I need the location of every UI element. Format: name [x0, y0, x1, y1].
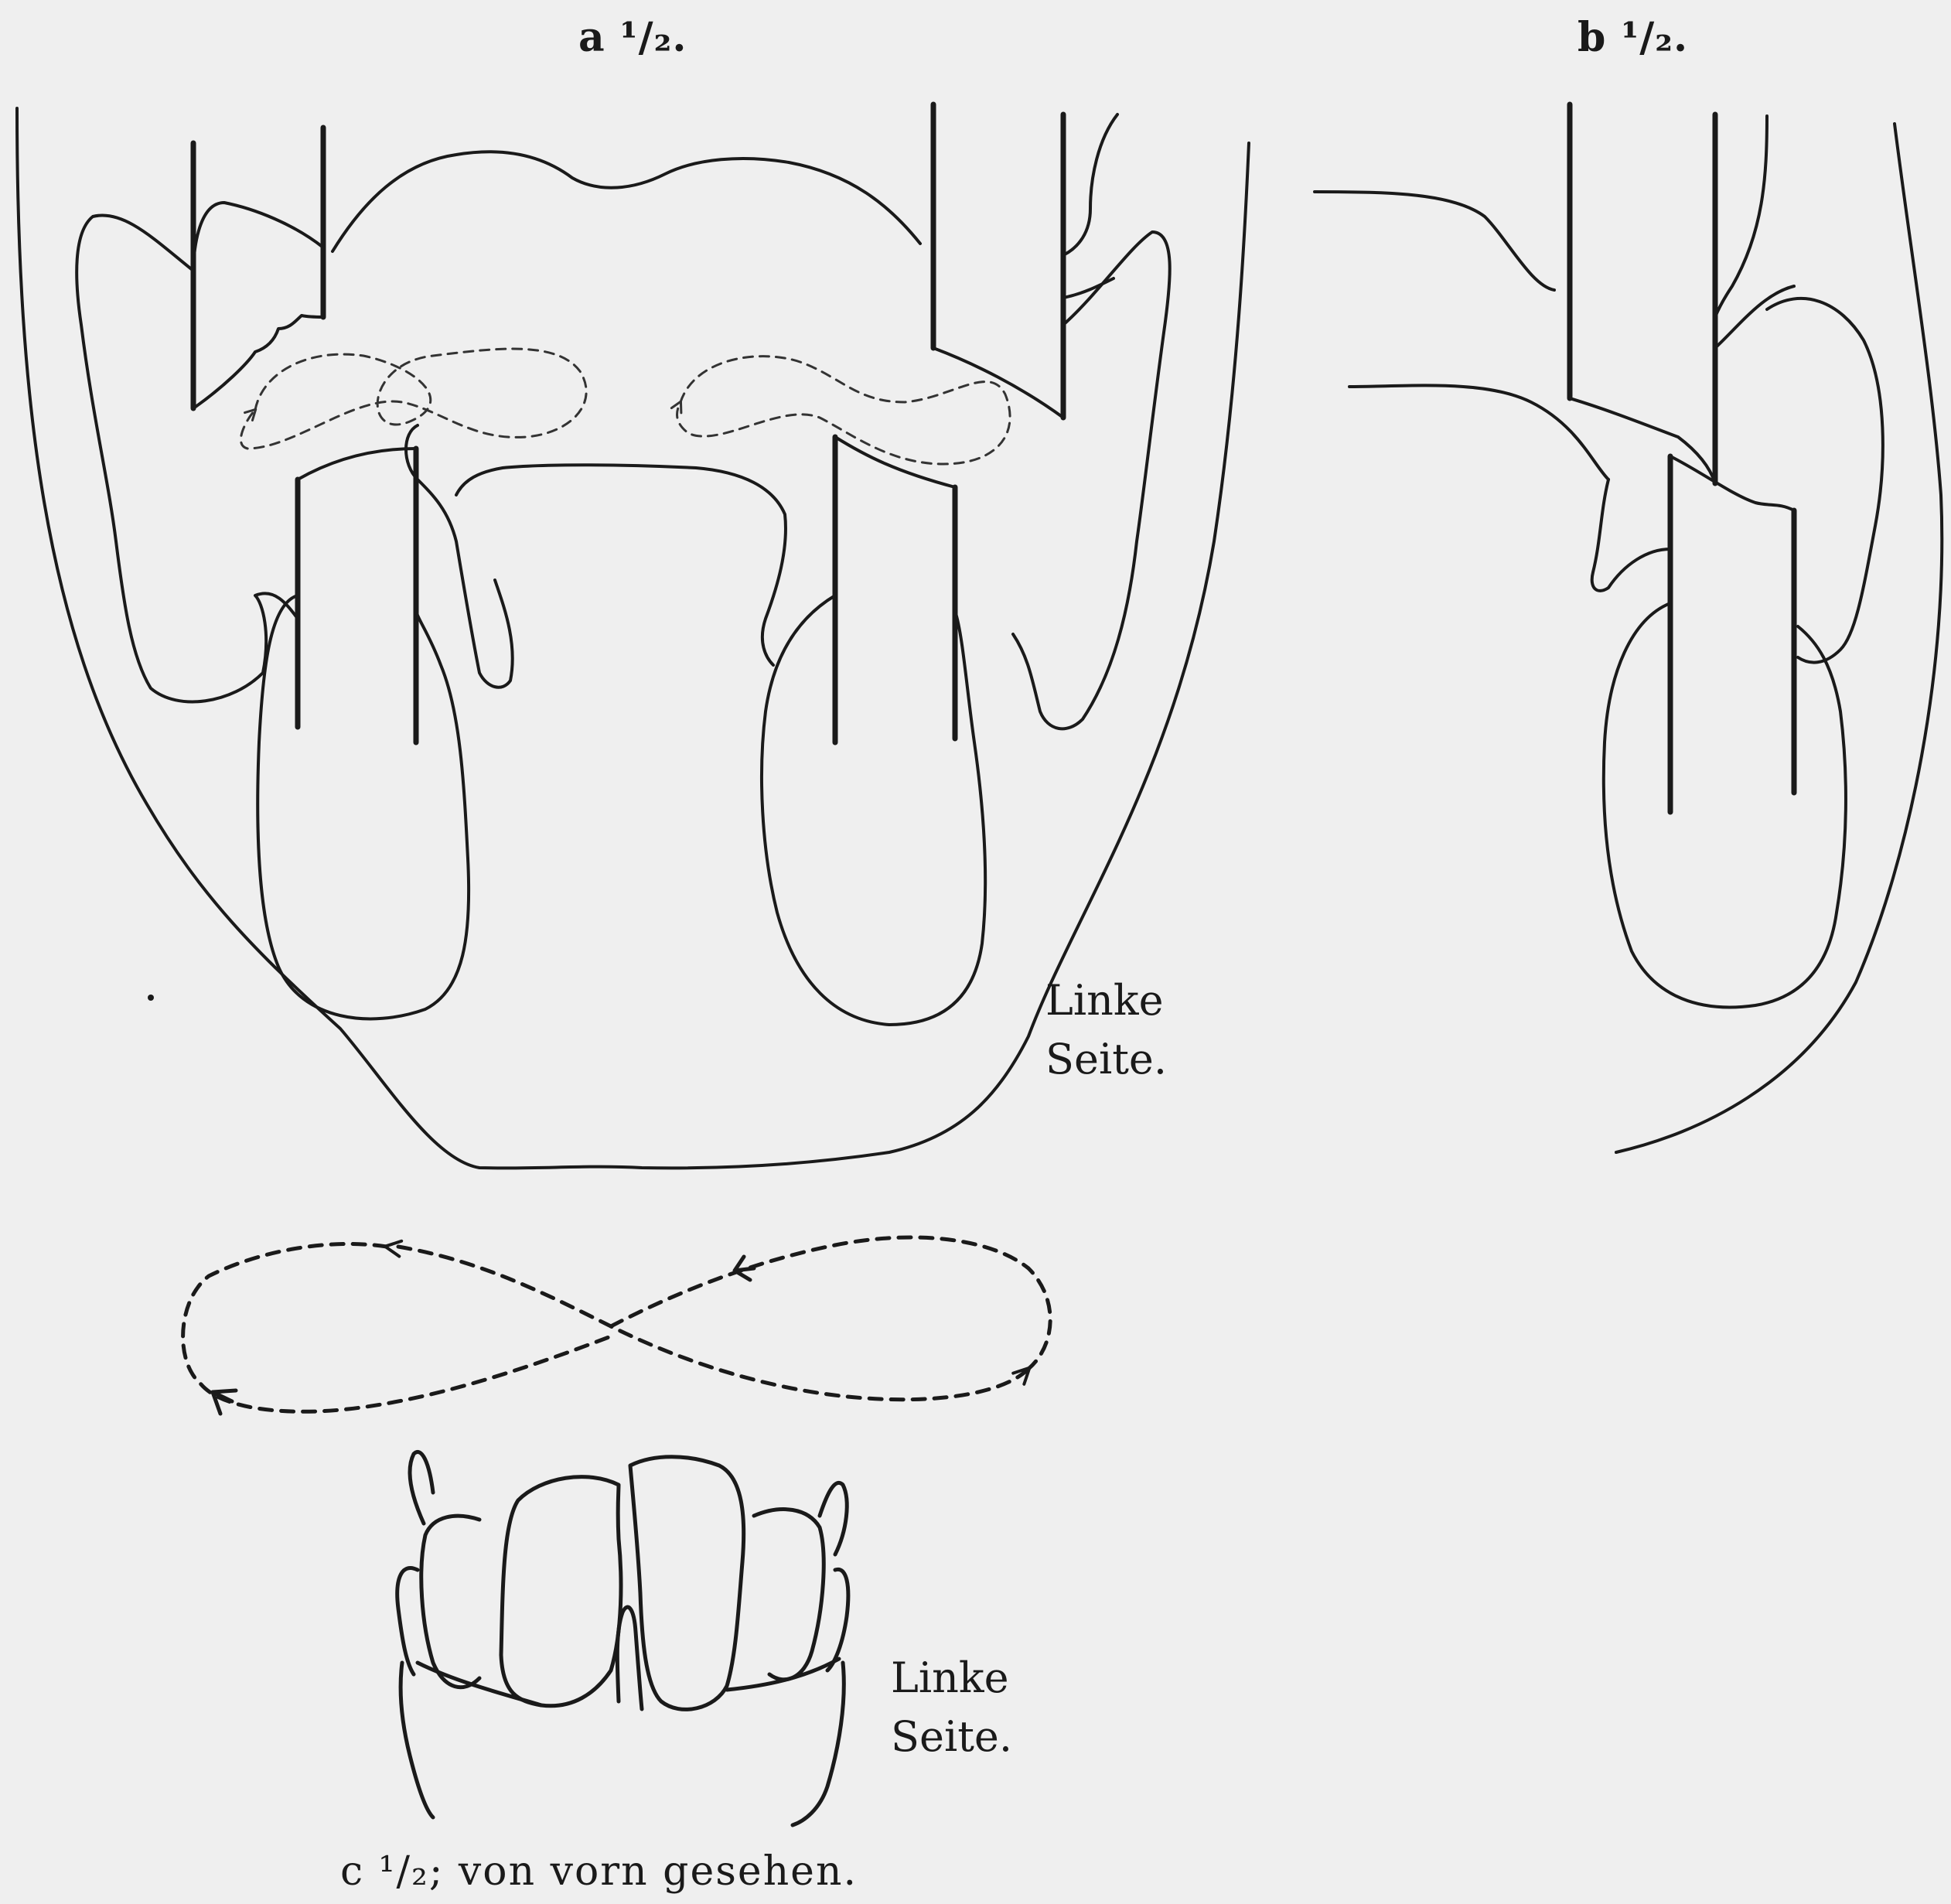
left-upper-shaft: [193, 128, 323, 408]
left-outer-tooth: [397, 1568, 418, 1674]
left-canine: [410, 1452, 433, 1524]
jaw-base-right: [793, 1663, 844, 1825]
right-lobe: [762, 595, 985, 1025]
left-motion-loop: [240, 349, 586, 449]
figure-eight-right-loop: [611, 1237, 1050, 1369]
left-lobe: [258, 595, 469, 1019]
left-lower-shaft: [298, 449, 416, 742]
right-outer-tooth: [827, 1569, 848, 1670]
left-inner-fold: [406, 425, 513, 688]
lower-fracture: [1670, 456, 1794, 510]
arrow-bottom-left: [213, 1390, 236, 1414]
right-central-tooth: [630, 1457, 744, 1710]
upper-border-line: [1315, 192, 1554, 290]
left-central-tooth: [501, 1477, 621, 1706]
jaw-base-left: [401, 1663, 433, 1817]
left-lateral-tooth: [421, 1516, 479, 1687]
right-wing-upper: [1063, 114, 1117, 255]
figure-eight-left-loop: [183, 1244, 611, 1411]
figure-eight-motion-path: [183, 1237, 1051, 1414]
right-lower-fracture: [835, 437, 955, 487]
left-flap: [1592, 479, 1670, 591]
upper-palate-outline: [333, 152, 920, 251]
gum-line-right: [727, 1659, 839, 1690]
right-upper-shaft: [933, 104, 1063, 418]
right-lateral-tooth: [754, 1510, 824, 1680]
left-lower-fracture: [298, 449, 416, 479]
central-gap: [617, 1607, 642, 1709]
central-notch: [456, 465, 786, 665]
lower-lobe: [1604, 603, 1846, 1007]
left-upper-fracture: [193, 316, 323, 408]
figure-a-drawing: [17, 104, 1249, 1168]
upper-shaft: [1570, 104, 1715, 483]
right-lateral-wing: [1013, 232, 1170, 729]
lower-shaft: [1670, 456, 1794, 812]
right-motion-loop: [677, 357, 1011, 464]
figure-b-drawing: [1315, 104, 1942, 1152]
right-lobe-outline: [1767, 299, 1883, 663]
figure-c-drawing: [397, 1452, 848, 1825]
inner-wing: [1715, 116, 1794, 348]
right-upper-fracture: [933, 348, 1063, 418]
arrow-top-right: [735, 1257, 754, 1280]
stray-dot: [148, 995, 154, 1001]
left-lateral-wing: [77, 203, 323, 701]
